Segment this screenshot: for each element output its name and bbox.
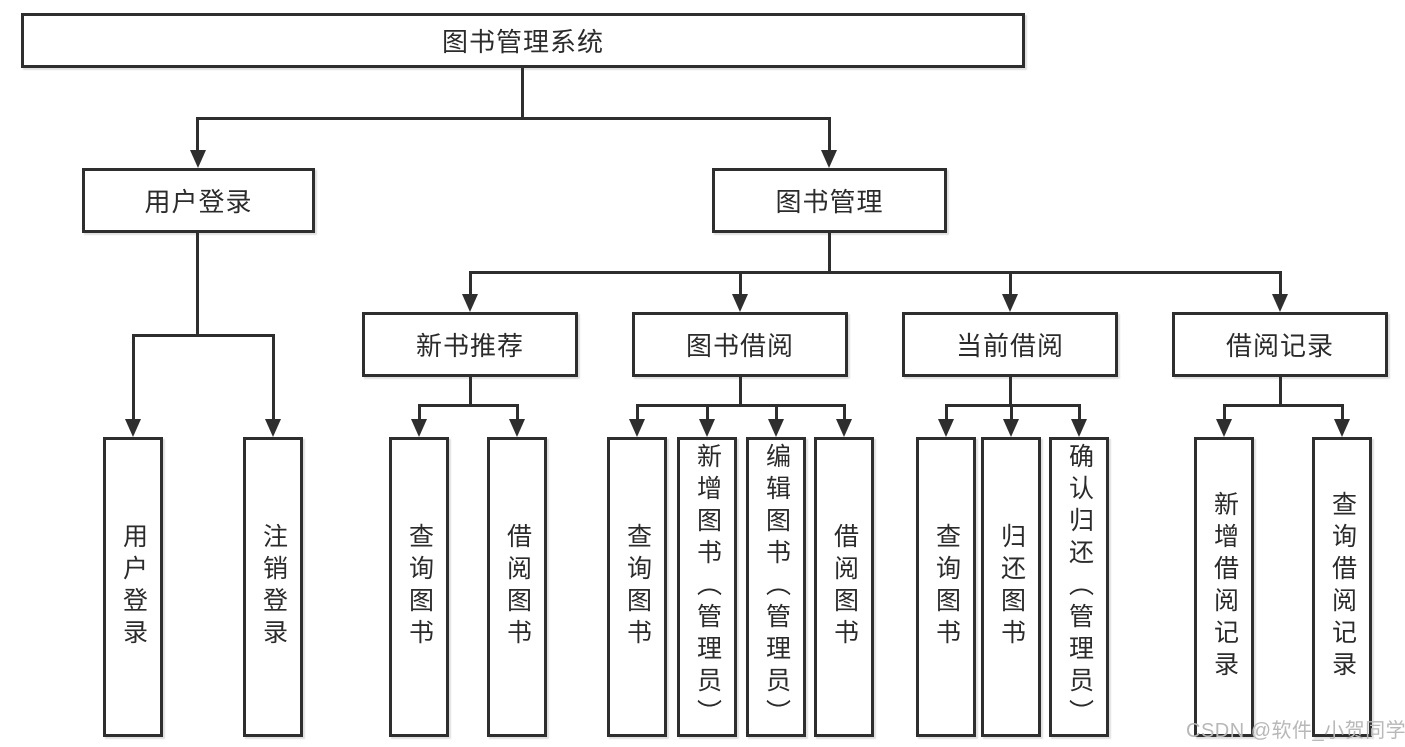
arrowhead-leaf xyxy=(509,419,525,437)
leaf-borrow-query-book-label: 查询图书 xyxy=(623,523,652,651)
node-book-borrow-label: 图书借阅 xyxy=(685,331,794,361)
connector-drop-leaf xyxy=(417,404,421,421)
arrowhead-user-login xyxy=(189,150,206,168)
connector-drop-book-borrow xyxy=(738,271,742,297)
leaf-edit-book-admin: 编辑图书（管理员） xyxy=(746,437,806,737)
arrowhead-leaf xyxy=(836,419,852,437)
leaf-logout-label: 注销登录 xyxy=(259,523,288,651)
arrowhead-book-mgmt xyxy=(821,150,837,168)
arrowhead-leaf-user-login xyxy=(125,419,141,437)
leaf-query-borrow-record: 查询借阅记录 xyxy=(1312,437,1372,737)
connector-book-bar xyxy=(468,271,1282,274)
leaf-logout: 注销登录 xyxy=(243,437,303,737)
connector-book-borrow-bar xyxy=(635,404,846,407)
arrowhead-leaf xyxy=(1003,419,1019,437)
leaf-add-book-admin: 新增图书（管理员） xyxy=(677,437,737,737)
connector-drop-leaf xyxy=(944,404,948,421)
leaf-return-book-label: 归还图书 xyxy=(997,523,1026,651)
arrowhead-leaf xyxy=(411,419,427,437)
connector-new-book-trunk xyxy=(468,377,472,406)
connector-borrow-record-trunk xyxy=(1278,377,1282,406)
connector-new-book-bar xyxy=(417,404,519,407)
connector-book-borrow-trunk xyxy=(738,377,742,406)
leaf-newrec-query-book-label: 查询图书 xyxy=(405,523,434,651)
node-current-borrow-label: 当前借阅 xyxy=(955,331,1064,361)
arrowhead-leaf xyxy=(1216,419,1232,437)
leaf-newrec-borrow-book: 借阅图书 xyxy=(487,437,547,737)
leaf-confirm-return-admin: 确认归还（管理员） xyxy=(1049,437,1109,737)
connector-drop-user-login xyxy=(196,117,199,152)
connector-drop-leaf xyxy=(1077,404,1081,421)
connector-book-trunk xyxy=(827,233,831,273)
leaf-borrow-book: 借阅图书 xyxy=(814,437,874,737)
connector-drop-leaf xyxy=(1340,404,1344,421)
arrowhead-new-book xyxy=(462,294,478,312)
connector-drop-leaf-user-login xyxy=(131,334,135,420)
connector-drop-leaf xyxy=(705,404,709,421)
leaf-add-book-admin-label: 新增图书（管理员） xyxy=(693,443,722,731)
leaf-newrec-borrow-book-label: 借阅图书 xyxy=(503,523,532,651)
node-root: 图书管理系统 xyxy=(21,13,1025,68)
node-user-login-branch-label: 用户登录 xyxy=(144,187,253,217)
arrowhead-leaf xyxy=(1334,419,1350,437)
connector-current-borrow-trunk xyxy=(1008,377,1012,406)
connector-drop-leaf xyxy=(1009,404,1013,421)
node-current-borrow: 当前借阅 xyxy=(902,312,1118,377)
arrowhead-leaf xyxy=(938,419,954,437)
node-root-label: 图书管理系统 xyxy=(441,27,604,57)
leaf-query-borrow-record-label: 查询借阅记录 xyxy=(1328,491,1357,683)
node-new-book-rec: 新书推荐 xyxy=(362,312,578,377)
leaf-add-borrow-record-label: 新增借阅记录 xyxy=(1210,491,1239,683)
leaf-current-query-book: 查询图书 xyxy=(916,437,976,737)
connector-drop-borrow-record xyxy=(1278,271,1282,297)
node-new-book-rec-label: 新书推荐 xyxy=(415,331,524,361)
connector-drop-book-mgmt xyxy=(827,117,831,152)
connector-drop-leaf xyxy=(635,404,639,421)
leaf-add-borrow-record: 新增借阅记录 xyxy=(1194,437,1254,737)
arrowhead-leaf-logout xyxy=(265,419,281,437)
connector-root-bar xyxy=(196,117,830,120)
connector-root-trunk xyxy=(520,68,524,118)
connector-borrow-record-bar xyxy=(1222,404,1344,407)
csdn-watermark: CSDN @软件_小贺同学 xyxy=(1186,720,1405,742)
leaf-newrec-query-book: 查询图书 xyxy=(389,437,449,737)
leaf-return-book: 归还图书 xyxy=(981,437,1041,737)
node-book-mgmt-branch-label: 图书管理 xyxy=(775,187,884,217)
connector-drop-leaf xyxy=(774,404,778,421)
node-user-login-branch: 用户登录 xyxy=(82,168,315,233)
leaf-edit-book-admin-label: 编辑图书（管理员） xyxy=(762,443,791,731)
arrowhead-leaf xyxy=(629,419,645,437)
connector-current-borrow-bar xyxy=(944,404,1081,407)
node-book-mgmt-branch: 图书管理 xyxy=(712,168,947,233)
leaf-borrow-query-book: 查询图书 xyxy=(607,437,667,737)
arrowhead-leaf xyxy=(699,419,715,437)
connector-drop-current-borrow xyxy=(1008,271,1012,297)
leaf-confirm-return-admin-label: 确认归还（管理员） xyxy=(1065,443,1094,731)
connector-drop-leaf-logout xyxy=(271,334,275,420)
leaf-user-login-label: 用户登录 xyxy=(119,523,148,651)
node-book-borrow: 图书借阅 xyxy=(632,312,848,377)
arrowhead-borrow-record xyxy=(1272,294,1288,312)
arrowhead-leaf xyxy=(768,419,784,437)
leaf-user-login: 用户登录 xyxy=(103,437,163,737)
connector-drop-leaf xyxy=(1222,404,1226,421)
node-borrow-record-label: 借阅记录 xyxy=(1225,331,1334,361)
arrowhead-current-borrow xyxy=(1002,294,1018,312)
connector-user-bar xyxy=(131,334,275,337)
arrowhead-leaf xyxy=(1071,419,1087,437)
connector-drop-leaf xyxy=(515,404,519,421)
connector-user-trunk xyxy=(196,233,199,337)
connector-drop-leaf xyxy=(842,404,846,421)
leaf-borrow-book-label: 借阅图书 xyxy=(830,523,859,651)
leaf-current-query-book-label: 查询图书 xyxy=(932,523,961,651)
arrowhead-book-borrow xyxy=(732,294,748,312)
connector-drop-new-book xyxy=(468,271,472,297)
node-borrow-record: 借阅记录 xyxy=(1172,312,1388,377)
